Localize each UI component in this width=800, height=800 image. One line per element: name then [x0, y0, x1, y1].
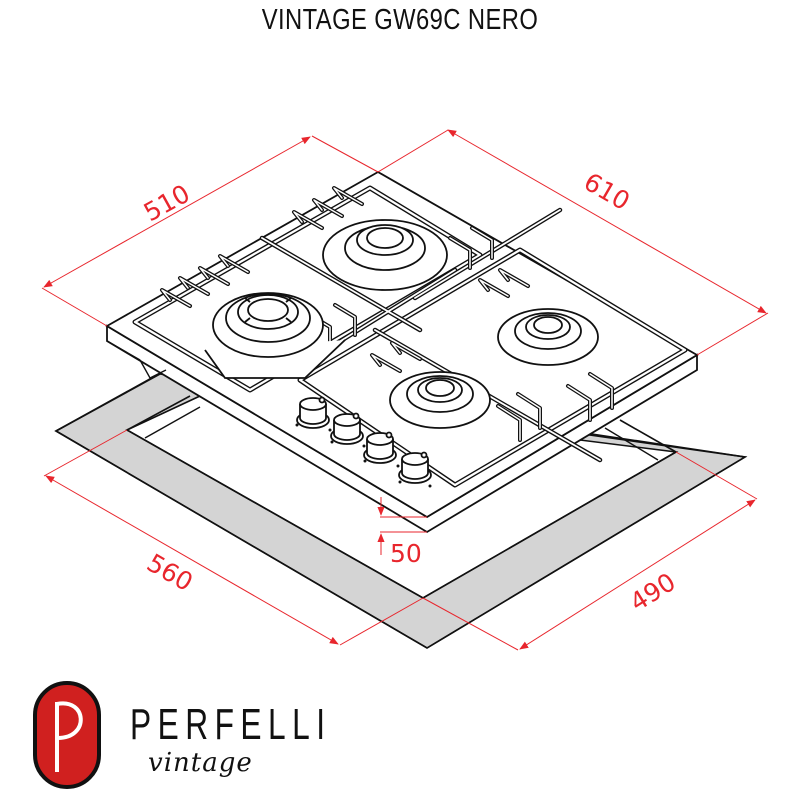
dimension-label-510: 510 — [139, 179, 195, 227]
knob-4[interactable] — [398, 451, 432, 484]
burner-rear — [322, 219, 448, 291]
brand-name: PERFELLI — [130, 700, 332, 749]
burner-right — [497, 308, 599, 366]
burners — [204, 219, 599, 429]
brand-tagline: vintage — [148, 748, 253, 778]
control-knobs — [295, 396, 432, 488]
burner-front — [389, 371, 491, 429]
dimension-label-560: 560 — [142, 548, 198, 597]
burner-left-wok — [204, 292, 346, 379]
dimension-label-490: 490 — [625, 567, 681, 617]
dimension-label-610: 610 — [579, 167, 635, 216]
dimension-label-50: 50 — [390, 539, 422, 568]
knob-1[interactable] — [296, 396, 330, 429]
brand-logo — [33, 681, 101, 789]
product-title: VINTAGE GW69C NERO — [261, 4, 539, 36]
knob-2[interactable] — [330, 412, 364, 445]
knob-3[interactable] — [363, 431, 397, 464]
dimension-lines — [41, 129, 769, 651]
